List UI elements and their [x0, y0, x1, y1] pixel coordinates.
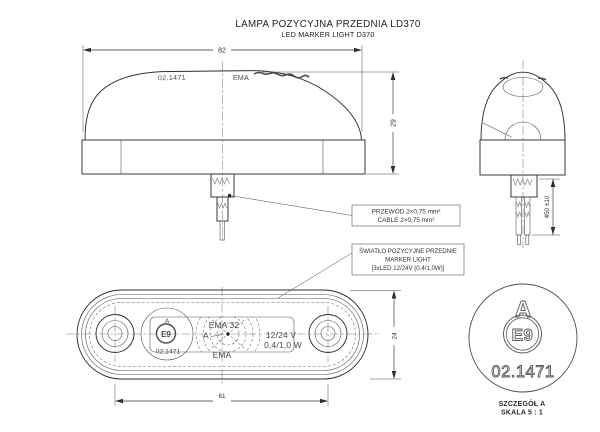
cable-callout: PRZEWÓD 2×0,75 mm² CABLE 2×0,75 mm² [229, 195, 461, 227]
detail-emark-code: E9 [512, 326, 534, 345]
detail-caption-name: SZCZEGÓŁ A [499, 399, 546, 408]
mounting-hole-right [308, 314, 348, 353]
side-view-boot-marks [217, 201, 228, 210]
side-view-emboss-scribble [253, 71, 310, 79]
side-view-strain-relief-marks [212, 177, 230, 185]
side-view-height-dimension: 29 [262, 71, 399, 175]
detail-view: A E9 02.1471 SZCZEGÓŁ A SKALA 5 : 1 [468, 283, 578, 417]
lens-window [149, 316, 295, 353]
end-view [479, 60, 566, 248]
detail-caption-scale: SKALA 5 : 1 [501, 410, 543, 417]
detail-emark-ring-inner [505, 317, 540, 351]
detail-emark-ring-outer [503, 314, 542, 354]
marker-callout-spec: [3xLED 12/24V (0,4/1,0W)] [372, 265, 445, 272]
emark-detail-letter: A [165, 318, 170, 325]
center-led-dot [226, 332, 230, 336]
marker-callout-polish: ŚWIATŁO POZYCYJNE PRZEDNIE [359, 247, 457, 255]
side-view-base [81, 139, 366, 175]
cable-length-dimension: 450 ±10 [532, 178, 560, 236]
end-view-inner-arc [504, 121, 542, 141]
title-line-polish: LAMPA POZYCYJNA PRZEDNIA LD370 [235, 19, 420, 30]
title-line-english: LED MARKER LIGHT D370 [281, 30, 374, 39]
marking-voltage: 12/24 V [266, 330, 296, 340]
drawing-title: LAMPA POZYCYJNA PRZEDNIA LD370 LED MARKE… [235, 19, 420, 39]
dim-height-29: 29 [391, 119, 398, 127]
detail-a-leader [210, 334, 224, 337]
cable-callout-box [351, 204, 461, 227]
marking-detail-a-label: A [203, 331, 209, 341]
side-view: 02.1471 EMA [81, 62, 366, 244]
end-view-wire-left-tip [517, 234, 521, 245]
end-view-parting-line [482, 122, 512, 138]
hole-spacing-dimension: 61 [114, 384, 329, 406]
mounting-hole-left [95, 314, 135, 353]
dim-oval-height-24: 24 [392, 332, 399, 340]
marker-callout-leader [277, 252, 353, 299]
dim-width-82: 82 [218, 48, 226, 55]
end-view-cable-gland [510, 174, 538, 198]
housing-outline-3 [85, 298, 360, 371]
end-view-scribble-right [537, 77, 547, 81]
end-view-top-lens [502, 77, 544, 97]
side-view-cable [219, 220, 225, 241]
emark-code: E9 [161, 330, 171, 339]
housing-outline-dashed [89, 302, 356, 367]
end-view-base [479, 139, 566, 176]
detail-approval-number: 02.1471 [491, 363, 554, 381]
housing-outline-outer [76, 289, 369, 380]
side-view-emboss-brand: EMA [233, 75, 249, 82]
cable-callout-leader [229, 195, 353, 216]
bottom-view: A E9 02.1471 EMA 32 A EMA 12/24 V 0,4/1,… [66, 287, 380, 384]
marker-callout-english: MARKER LIGHT [385, 257, 431, 264]
end-view-wire-right-tip [525, 234, 530, 245]
dim-cable-length: 450 ±10 [544, 195, 551, 218]
dim-hole-spacing-61: 61 [218, 393, 226, 400]
end-view-strain-relief-marks [512, 178, 533, 186]
marking-ema32: EMA 32 [209, 320, 240, 330]
oval-height-dimension: 24 [350, 290, 401, 380]
side-view-emboss-number: 02.1471 [158, 75, 186, 82]
emark-circle [155, 323, 177, 344]
cable-callout-polish: PRZEWÓD 2×0,75 mm² [372, 207, 441, 216]
marking-power: 0,4/1,0 W [264, 340, 302, 350]
emark-marking: A E9 02.1471 [140, 307, 194, 361]
detail-circle [468, 283, 578, 393]
end-view-lens-outline [480, 71, 566, 141]
side-view-lens-outline [84, 70, 362, 141]
cable-leader-dot [227, 193, 232, 198]
end-view-scribble-left [499, 76, 509, 80]
marker-callout-box [351, 243, 465, 276]
emark-number: 02.1471 [156, 349, 181, 356]
marker-callout: ŚWIATŁO POZYCYJNE PRZEDNIE MARKER LIGHT … [277, 243, 465, 299]
end-view-wire-left-marks [516, 200, 522, 219]
side-view-width-dimension: 82 [82, 45, 363, 132]
detail-a-boundary-circle [140, 307, 194, 361]
marking-ema: EMA [213, 350, 232, 360]
cable-callout-english: CABLE 2×0,75 mm² [377, 217, 434, 224]
end-view-wire-right-marks [524, 200, 531, 219]
housing-outline-2 [81, 294, 364, 375]
